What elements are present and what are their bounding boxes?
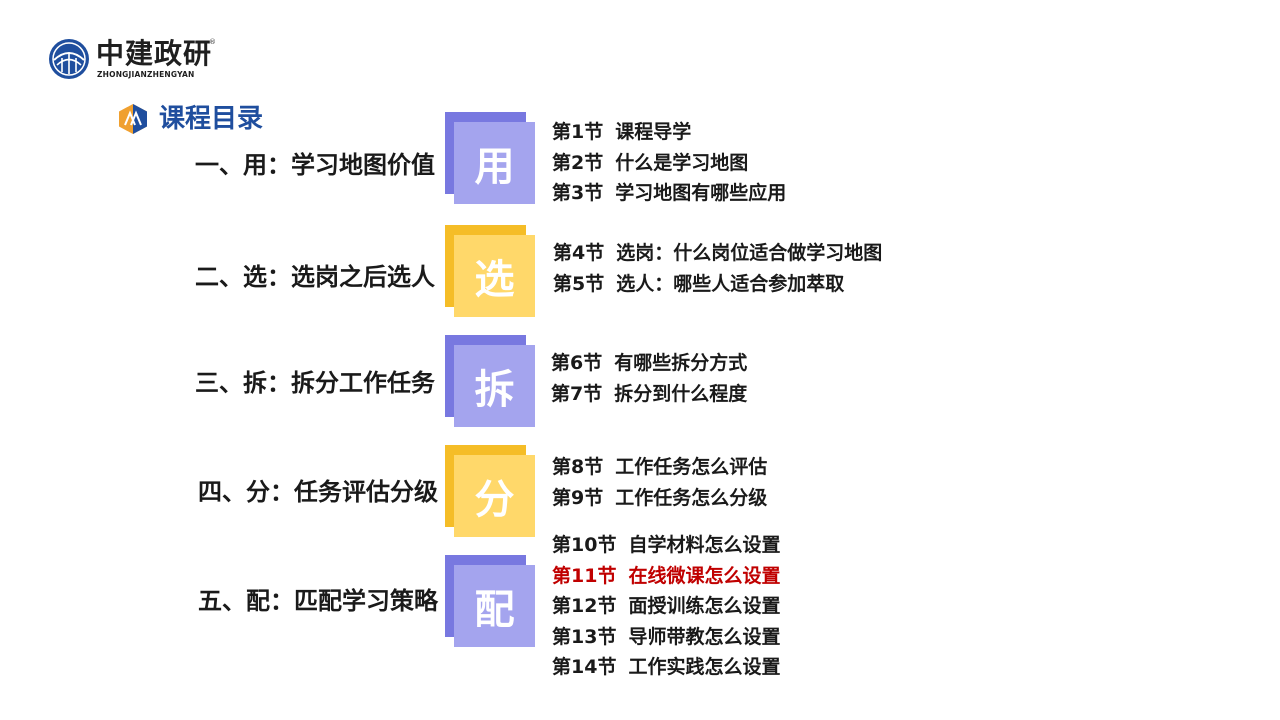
- lesson-title: 有哪些拆分方式: [614, 352, 748, 374]
- section-title: 五、配：匹配学习策略: [198, 587, 438, 615]
- lesson-number: 第9节: [552, 486, 604, 509]
- registered-mark: ®: [209, 38, 216, 46]
- lesson-number: 第14节: [552, 656, 617, 678]
- lesson-title: 拆分到什么程度: [614, 382, 748, 405]
- lesson-title: 工作任务怎么分级: [615, 486, 768, 509]
- lesson-item[interactable]: 第4节选岗：什么岗位适合做学习地图: [553, 238, 882, 269]
- lesson-title: 选岗：什么岗位适合做学习地图: [616, 242, 883, 264]
- page-title: 课程目录: [159, 104, 264, 134]
- section-title: 一、用：学习地图价值: [195, 151, 435, 179]
- lesson-title: 工作任务怎么评估: [615, 456, 768, 478]
- section-row-3: 三、拆：拆分工作任务 拆 第6节有哪些拆分方式 第7节拆分到什么程度: [0, 335, 1280, 435]
- company-logo: 中建政研 ® ZHONGJIANZHENGYAN: [48, 38, 218, 82]
- section-title: 四、分：任务评估分级: [198, 478, 438, 506]
- section-block-yong: 用: [445, 112, 535, 204]
- block-char: 分: [454, 455, 535, 537]
- block-char: 配: [454, 565, 535, 647]
- globe-bridge-icon: [49, 39, 89, 79]
- lesson-number: 第4节: [553, 242, 605, 264]
- lesson-item[interactable]: 第2节什么是学习地图: [552, 148, 786, 179]
- lesson-item[interactable]: 第10节自学材料怎么设置: [552, 530, 780, 561]
- lesson-item[interactable]: 第8节工作任务怎么评估: [552, 452, 767, 483]
- hexagon-icon: [119, 104, 147, 134]
- lesson-title: 面授训练怎么设置: [628, 595, 781, 617]
- lesson-item[interactable]: 第9节工作任务怎么分级: [552, 483, 767, 514]
- section-row-2: 二、选：选岗之后选人 选 第4节选岗：什么岗位适合做学习地图 第5节选人：哪些人…: [0, 225, 1280, 325]
- lesson-item[interactable]: 第1节课程导学: [552, 117, 786, 148]
- section-block-chai: 拆: [445, 335, 535, 427]
- lesson-number: 第5节: [553, 272, 605, 295]
- lesson-title: 在线微课怎么设置: [628, 564, 781, 587]
- logo-subtitle: ZHONGJIANZHENGYAN: [97, 70, 195, 79]
- block-char: 用: [454, 122, 535, 204]
- lesson-title: 工作实践怎么设置: [628, 656, 781, 678]
- lesson-title: 学习地图有哪些应用: [615, 182, 787, 204]
- block-char: 拆: [454, 345, 535, 427]
- lesson-item[interactable]: 第13节导师带教怎么设置: [552, 622, 780, 653]
- lesson-item[interactable]: 第12节面授训练怎么设置: [552, 591, 780, 622]
- lesson-item[interactable]: 第5节选人：哪些人适合参加萃取: [553, 269, 882, 300]
- lesson-title: 自学材料怎么设置: [628, 534, 781, 556]
- section-block-fen: 分: [445, 445, 535, 537]
- lesson-number: 第2节: [552, 151, 604, 174]
- lesson-number: 第13节: [552, 625, 617, 648]
- lesson-item[interactable]: 第7节拆分到什么程度: [551, 379, 747, 410]
- lesson-item[interactable]: 第6节有哪些拆分方式: [551, 348, 747, 379]
- section-row-4: 四、分：任务评估分级 分 第8节工作任务怎么评估 第9节工作任务怎么分级: [0, 445, 1280, 545]
- lesson-list: 第10节自学材料怎么设置 第11节在线微课怎么设置 第12节面授训练怎么设置 第…: [552, 530, 780, 683]
- lesson-number: 第10节: [552, 534, 617, 556]
- lesson-number: 第6节: [551, 352, 603, 374]
- lesson-number: 第8节: [552, 456, 604, 478]
- lesson-list: 第8节工作任务怎么评估 第9节工作任务怎么分级: [552, 452, 767, 513]
- block-char: 选: [454, 235, 535, 317]
- lesson-title: 选人：哪些人适合参加萃取: [616, 272, 845, 295]
- lesson-item-current[interactable]: 第11节在线微课怎么设置: [552, 561, 780, 592]
- lesson-number: 第11节: [552, 564, 617, 587]
- section-block-pei: 配: [445, 555, 535, 647]
- section-title: 二、选：选岗之后选人: [195, 263, 435, 291]
- lesson-item[interactable]: 第14节工作实践怎么设置: [552, 652, 780, 683]
- lesson-number: 第3节: [552, 182, 604, 204]
- lesson-number: 第12节: [552, 595, 617, 617]
- logo-name: 中建政研: [96, 37, 213, 70]
- lesson-number: 第7节: [551, 382, 603, 405]
- lesson-title: 课程导学: [615, 121, 692, 143]
- lesson-number: 第1节: [552, 121, 604, 143]
- lesson-list: 第1节课程导学 第2节什么是学习地图 第3节学习地图有哪些应用: [552, 117, 786, 209]
- section-row-1: 一、用：学习地图价值 用 第1节课程导学 第2节什么是学习地图 第3节学习地图有…: [0, 112, 1280, 212]
- section-row-5: 五、配：匹配学习策略 配 第10节自学材料怎么设置 第11节在线微课怎么设置 第…: [0, 534, 1280, 678]
- lesson-item[interactable]: 第3节学习地图有哪些应用: [552, 178, 786, 209]
- section-title: 三、拆：拆分工作任务: [195, 369, 435, 397]
- lesson-title: 导师带教怎么设置: [628, 625, 781, 648]
- lesson-list: 第4节选岗：什么岗位适合做学习地图 第5节选人：哪些人适合参加萃取: [553, 238, 882, 299]
- lesson-list: 第6节有哪些拆分方式 第7节拆分到什么程度: [551, 348, 747, 409]
- section-block-xuan: 选: [445, 225, 535, 317]
- lesson-title: 什么是学习地图: [615, 151, 749, 174]
